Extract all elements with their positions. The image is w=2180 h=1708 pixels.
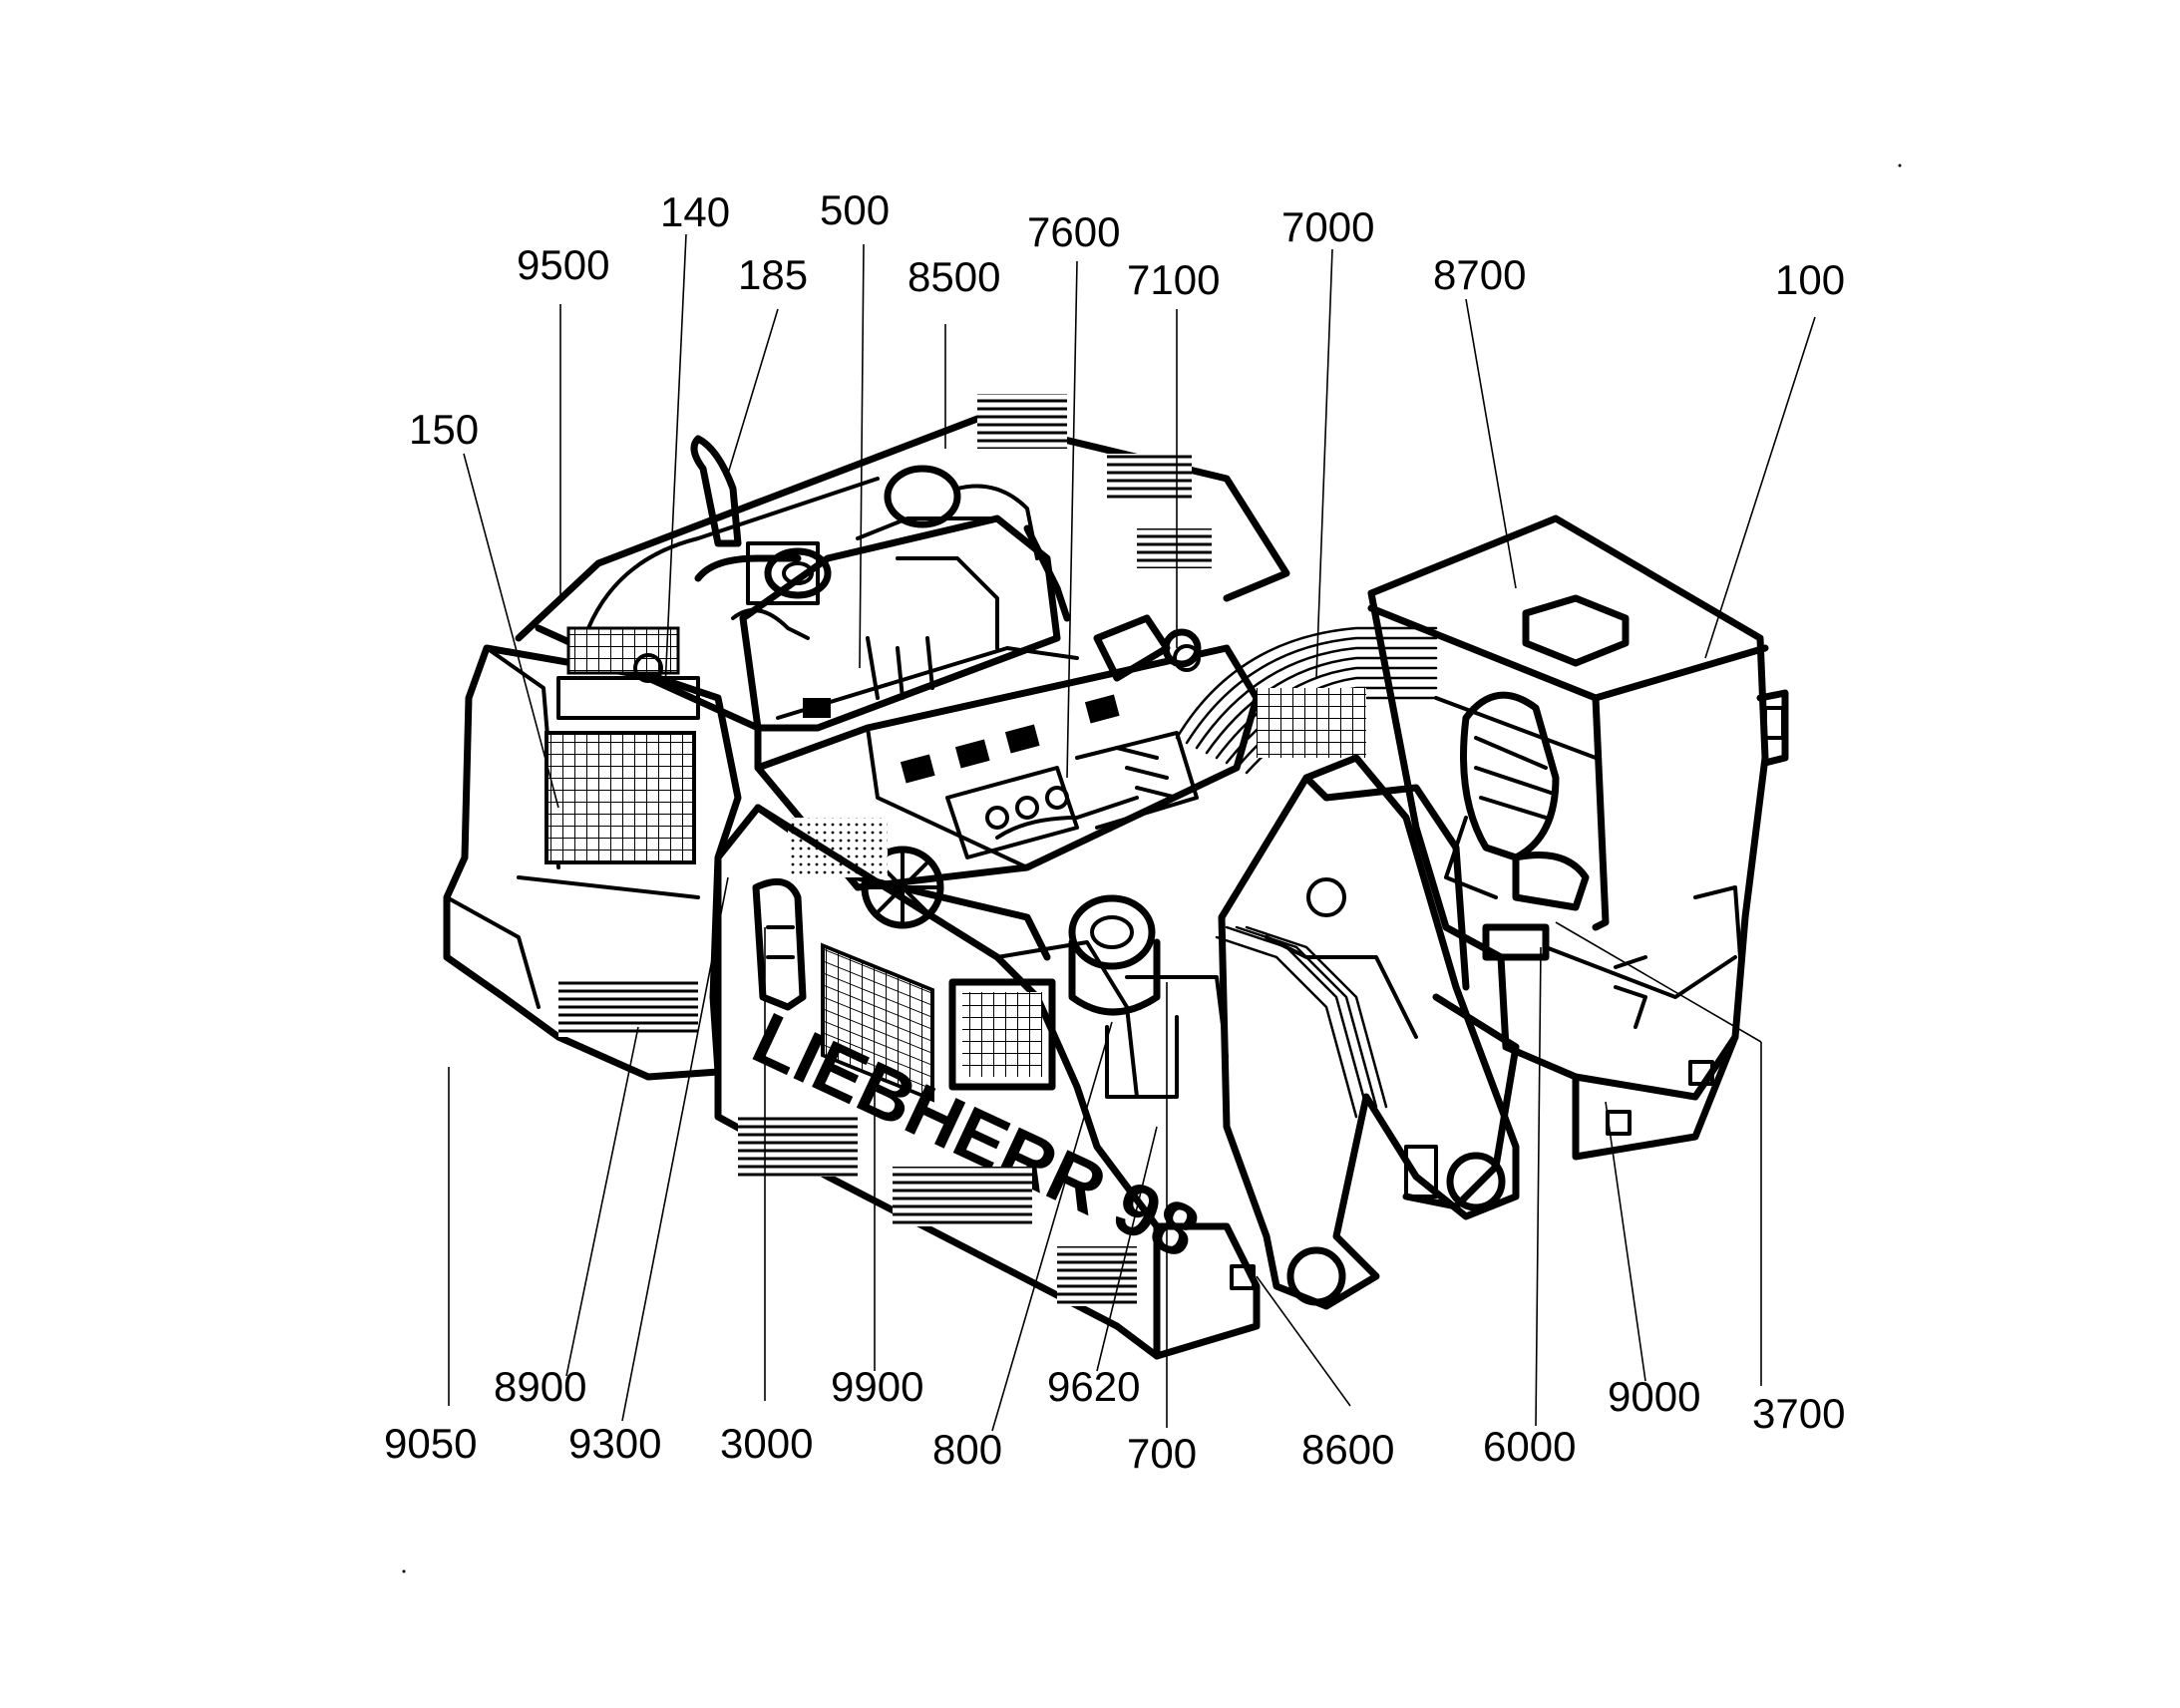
callout-9620: 9620 <box>1047 1363 1140 1410</box>
callout-3000: 3000 <box>720 1420 813 1467</box>
callout-7000: 7000 <box>1281 203 1374 250</box>
callout-8700: 8700 <box>1433 251 1526 298</box>
callout-150: 150 <box>409 406 479 453</box>
callout-9000: 9000 <box>1608 1373 1700 1420</box>
side-grille <box>821 942 934 1103</box>
callout-185: 185 <box>738 251 808 298</box>
operator-seat <box>1460 691 1560 861</box>
callout-700: 700 <box>1127 1430 1197 1477</box>
callout-7600: 7600 <box>1027 208 1120 255</box>
callout-labels: 150 9500 140 185 500 8500 7600 7100 7000… <box>384 186 1845 1477</box>
cab-roof-hatch <box>1522 594 1630 667</box>
callout-800: 800 <box>932 1426 1002 1473</box>
swing-ring <box>1068 894 1156 970</box>
callout-8500: 8500 <box>908 253 1000 300</box>
leader-lines <box>448 233 1816 1432</box>
callout-8900: 8900 <box>494 1363 586 1410</box>
boom-foot <box>1218 754 1520 1310</box>
callout-9500: 9500 <box>517 241 609 288</box>
rear-grille <box>545 731 696 864</box>
callout-9900: 9900 <box>831 1363 923 1410</box>
operator-cab <box>1367 514 1769 1101</box>
callout-140: 140 <box>660 188 730 235</box>
callout-9300: 9300 <box>568 1420 661 1467</box>
machine-illustration: LIEBHERR 98 <box>443 394 1789 1360</box>
callout-100: 100 <box>1775 256 1845 303</box>
battery-box <box>948 978 1056 1091</box>
hydraulic-tank <box>752 877 807 1011</box>
exhaust-pipe <box>690 435 742 547</box>
callout-500: 500 <box>820 186 890 233</box>
callout-6000: 6000 <box>1483 1423 1576 1470</box>
callout-7100: 7100 <box>1127 256 1220 303</box>
counterweight <box>443 644 742 1081</box>
callout-8600: 8600 <box>1301 1426 1394 1473</box>
engine-block <box>739 514 1061 732</box>
callout-9050: 9050 <box>384 1420 477 1467</box>
callout-3700: 3700 <box>1752 1390 1845 1437</box>
engine-hood <box>515 415 1290 642</box>
